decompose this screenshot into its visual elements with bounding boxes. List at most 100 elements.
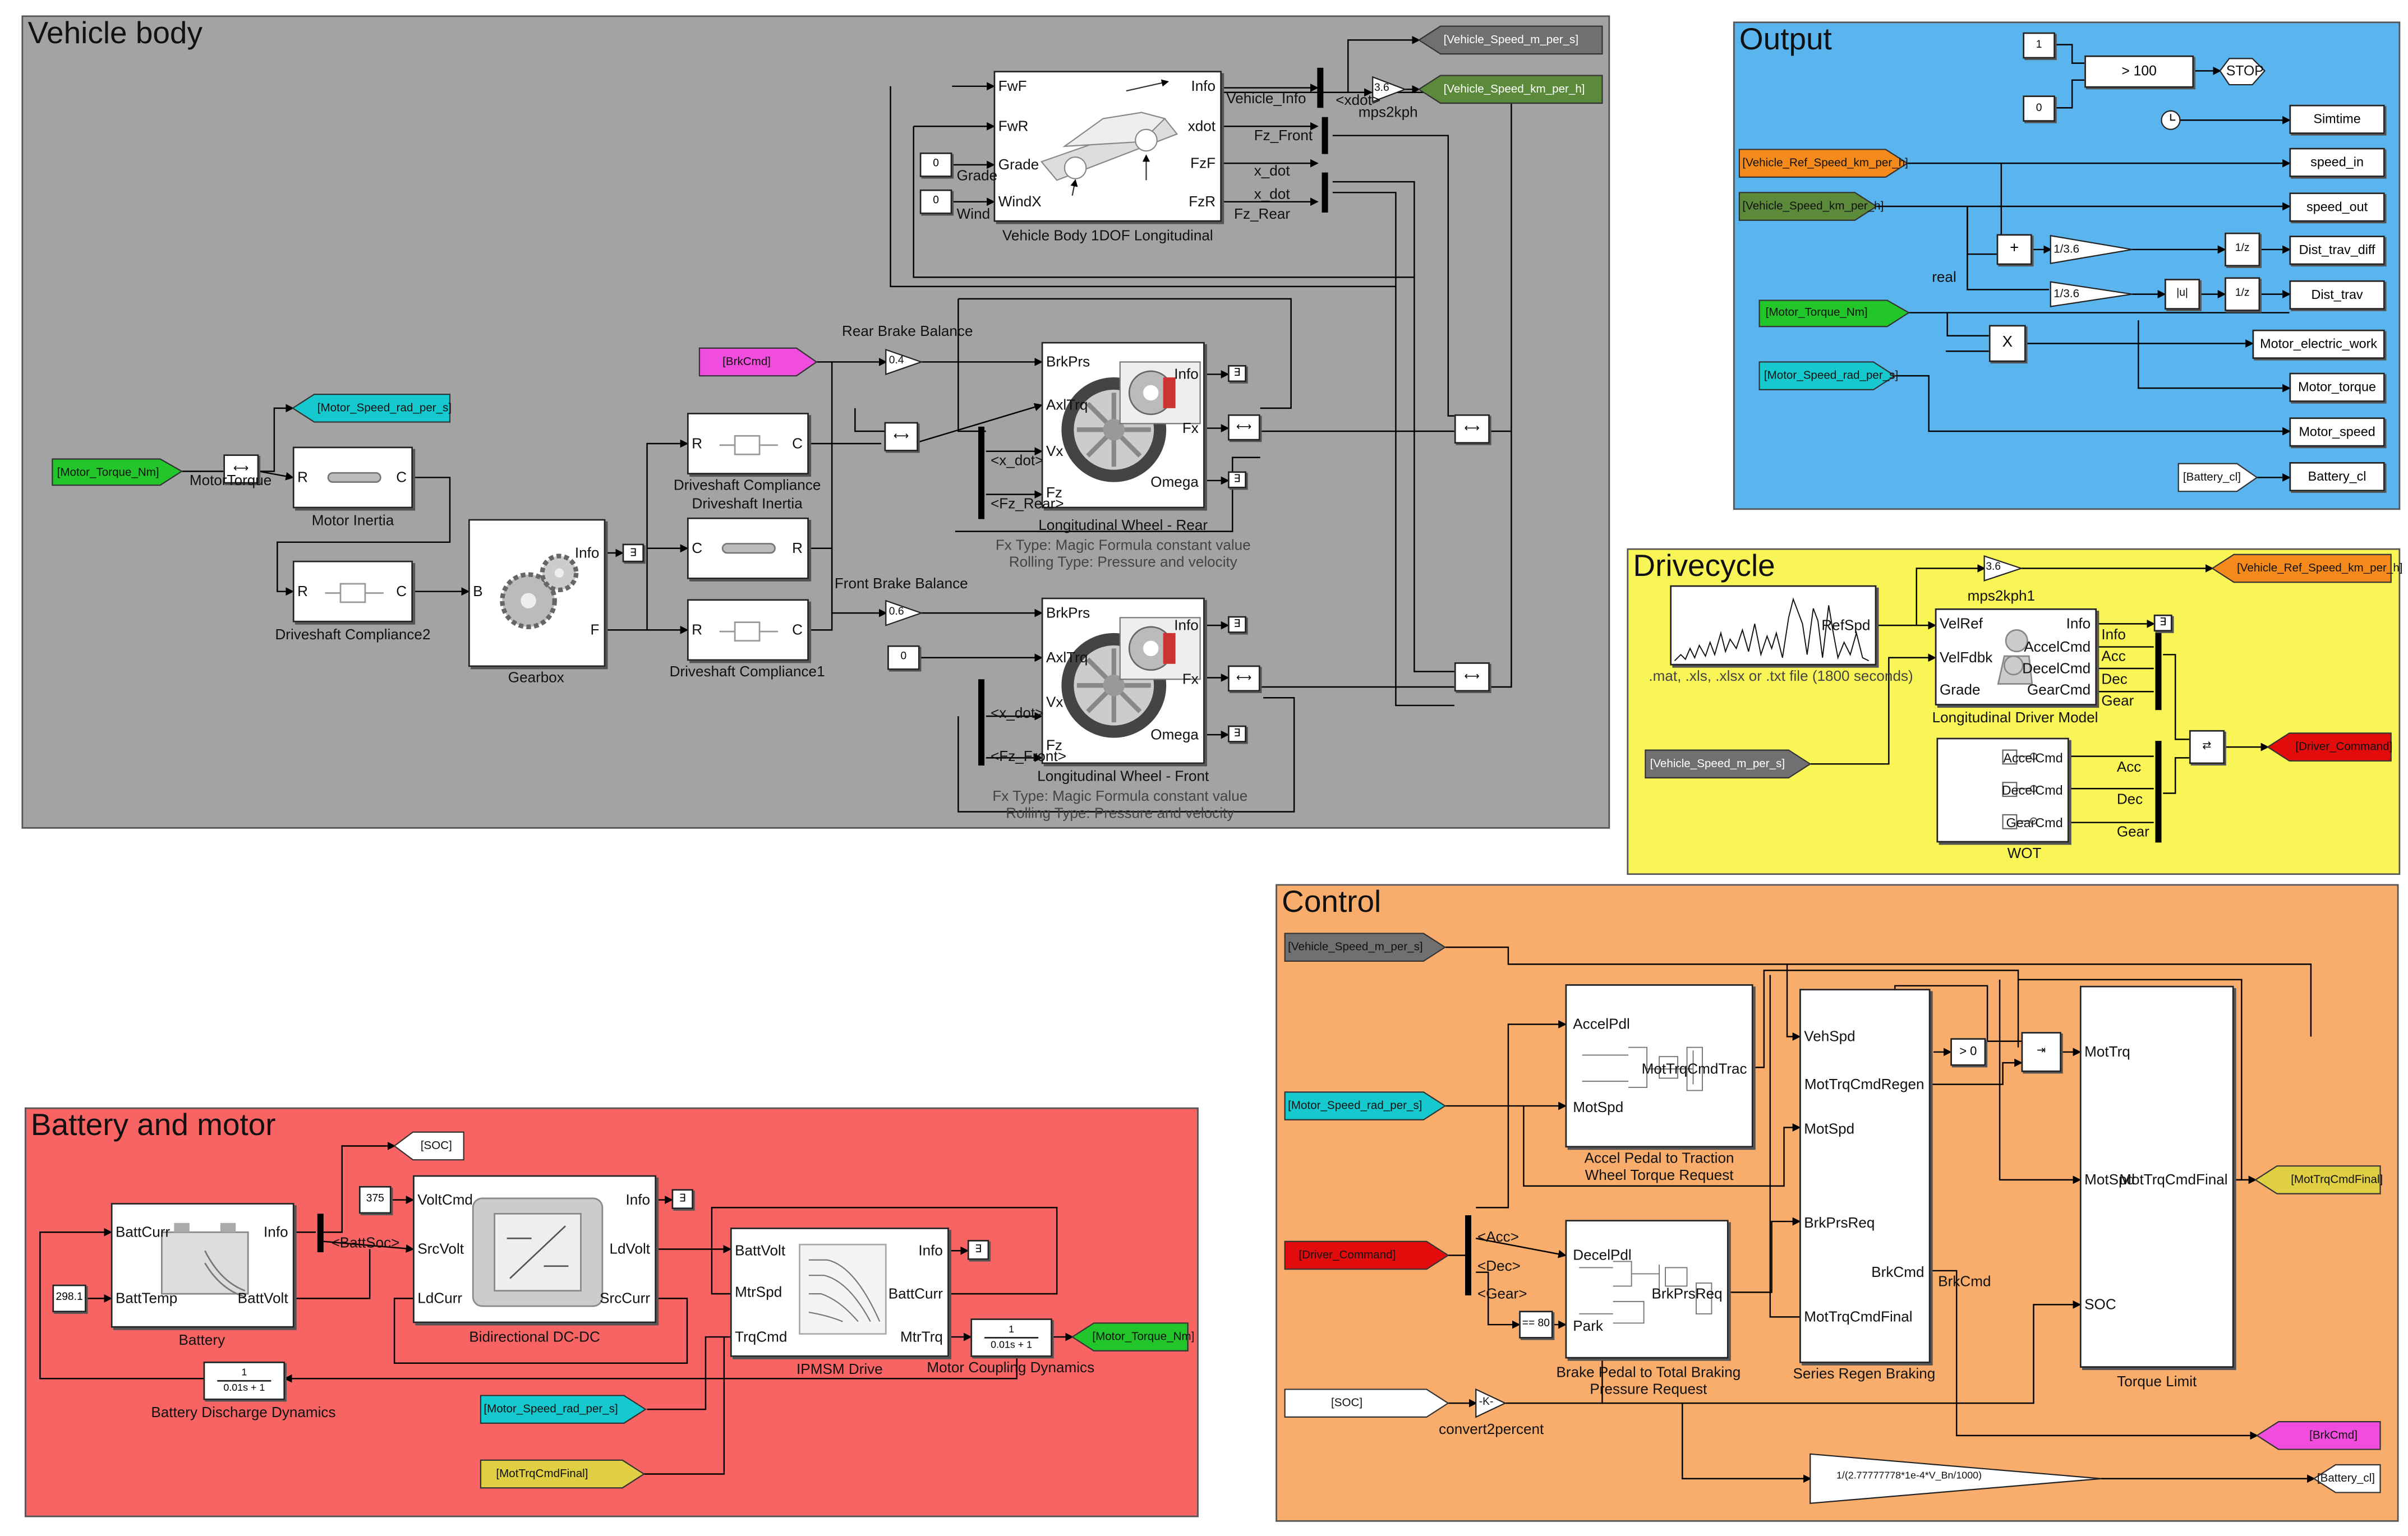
motor-inertia-block[interactable]: R C	[292, 446, 413, 509]
driveshaft-compliance1-block[interactable]: R C	[687, 599, 809, 661]
tag-ref-speed[interactable]: [Vehicle_Ref_Speed_km_per_h]	[1742, 155, 1908, 170]
product-block[interactable]: X	[1988, 325, 2026, 362]
tag-soc-from[interactable]: [SOC]	[1331, 1395, 1363, 1410]
tag-motor-torque-goto[interactable]: [Motor_Torque_Nm]	[1092, 1329, 1195, 1344]
ps-converter-icon[interactable]: ⟷	[223, 454, 259, 484]
tag-brkcmd[interactable]: [BrkCmd]	[722, 354, 771, 368]
driveshaft-inertia-block[interactable]: C R	[687, 517, 809, 579]
terminator-icon[interactable]: ∃	[1228, 471, 1246, 488]
tag-battery[interactable]: [Battery_cl]	[2183, 469, 2241, 484]
brake-pedal-block[interactable]: DecelPdl Park BrkPrsReq	[1565, 1220, 1729, 1359]
sum-block[interactable]: +	[1996, 234, 2032, 265]
const-one[interactable]: 1	[2023, 32, 2055, 59]
tag-ref-speed-goto[interactable]: [Vehicle_Ref_Speed_km_per_h]	[2237, 560, 2403, 575]
switch-block[interactable]: ⇥	[2021, 1032, 2061, 1072]
terminator-icon[interactable]: ∃	[1228, 616, 1246, 633]
scope-dist-diff[interactable]: Dist_trav_diff	[2289, 236, 2385, 265]
driveshaft-compliance2-block[interactable]: R C	[292, 560, 413, 622]
wheel-front-note2: Rolling Type: Pressure and velocity	[1006, 805, 1235, 823]
ps-converter-icon[interactable]: ⟷	[884, 422, 918, 451]
scope-simtime[interactable]: Simtime	[2289, 104, 2385, 134]
dcdc-block[interactable]: VoltCmd SrcVolt LdCurr Info LdVolt SrcCu…	[413, 1175, 657, 1323]
gearbox-block[interactable]: B Info F	[468, 519, 606, 667]
bus-creator[interactable]	[978, 679, 985, 766]
tag-speed-kmh[interactable]: [Vehicle_Speed_km_per_h]	[1742, 199, 1884, 213]
ps-converter-icon[interactable]: ⟷	[1454, 662, 1490, 692]
tag-driver-command-from[interactable]: [Driver_Command]	[1299, 1247, 1396, 1262]
series-regen-braking-block[interactable]: VehSpd MotSpd BrkPrsReq MotTrqCmdFinal M…	[1799, 989, 1931, 1363]
tf-discharge-block[interactable]: 1 0.01s + 1	[203, 1361, 286, 1400]
compare-80[interactable]: == 80	[1519, 1311, 1553, 1339]
scope-speed-out[interactable]: speed_out	[2289, 192, 2385, 222]
tag-motor-speed[interactable]: [Motor_Speed_rad_per_s]	[317, 400, 452, 414]
gain-shape	[2050, 234, 2133, 264]
integrator-block[interactable]: 1/z	[2225, 277, 2260, 311]
tag-battery-goto[interactable]: [Battery_cl]	[2317, 1471, 2375, 1485]
tag-motor-speed-from[interactable]: [Motor_Speed_rad_per_s]	[484, 1401, 618, 1416]
bus-creator[interactable]	[978, 426, 985, 519]
wot-block[interactable]: AccelCmd DecelCmd GearCmd	[1936, 737, 2069, 843]
bus-selector[interactable]	[1322, 117, 1328, 154]
scope-battery[interactable]: Battery_cl	[2289, 462, 2385, 492]
tag-vehicle-speed-kmh[interactable]: [Vehicle_Speed_km_per_h]	[1443, 81, 1585, 96]
wheel-front-block[interactable]: BrkPrs AxlTrq Vx Fz Info Fx Omega	[1041, 597, 1205, 764]
bus-selector[interactable]	[1465, 1215, 1472, 1295]
terminator-icon[interactable]: ∃	[1228, 725, 1246, 742]
wheel-rear-block[interactable]: BrkPrs AxlTrq Vx Fz Info Fx Omega	[1041, 342, 1205, 509]
tag-motor-speed[interactable]: [Motor_Speed_rad_per_s]	[1764, 368, 1899, 382]
terminator-icon[interactable]: ∃	[671, 1189, 693, 1210]
gain-value: 3.6	[1374, 83, 1389, 94]
tag-speed-from[interactable]: [Vehicle_Speed_m_per_s]	[1288, 939, 1423, 954]
tag-motor-torque[interactable]: [Motor_Torque_Nm]	[57, 465, 159, 479]
tag-brkcmd-goto[interactable]: [BrkCmd]	[2309, 1428, 2358, 1442]
tag-driver-command-goto[interactable]: [Driver_Command]	[2295, 739, 2393, 754]
tf-coupling-block[interactable]: 1 0.01s + 1	[970, 1318, 1052, 1357]
longitudinal-driver-block[interactable]: VelRef VelFdbk Grade Info AccelCmd Decel…	[1935, 608, 2097, 705]
scope-motor-work[interactable]: Motor_electric_work	[2252, 329, 2385, 359]
ps-converter-icon[interactable]: ⟷	[1228, 414, 1260, 441]
ps-converter-icon[interactable]: ⟷	[1454, 414, 1490, 444]
drive-cycle-source-block[interactable]: RefSpd	[1670, 585, 1877, 666]
battery-block[interactable]: BattCurr BattTemp Info BattVolt	[110, 1203, 294, 1328]
bus-selector[interactable]	[1317, 67, 1324, 108]
tag-motor-torque[interactable]: [Motor_Torque_Nm]	[1765, 305, 1868, 319]
const-grade[interactable]: 0	[919, 152, 952, 177]
scope-motor-speed[interactable]: Motor_speed	[2289, 417, 2385, 447]
driveshaft-compliance-block[interactable]: R C	[687, 413, 809, 474]
vehicle-body-1dof-block[interactable]: FwF FwR Grade WindX Info xdot FzF FzR	[993, 71, 1222, 222]
scope-dist-trav[interactable]: Dist_trav	[2289, 280, 2385, 310]
tag-speed-from[interactable]: [Vehicle_Speed_m_per_s]	[1650, 756, 1785, 771]
compare-switch[interactable]: > 100	[2084, 55, 2194, 88]
tag-mottrq-from[interactable]: [MotTrqCmdFinal]	[496, 1466, 588, 1480]
compare-zero[interactable]: > 0	[1950, 1038, 1986, 1066]
bus-selector[interactable]	[1322, 172, 1328, 213]
const-volt-cmd[interactable]: 375	[358, 1186, 392, 1214]
torque-limit-block[interactable]: MotTrq MotSpd SOC MotTrqCmdFinal	[2079, 985, 2234, 1368]
const-wind[interactable]: 0	[919, 189, 952, 214]
scope-motor-torque[interactable]: Motor_torque	[2289, 372, 2385, 402]
tag-motor-speed-from[interactable]: [Motor_Speed_rad_per_s]	[1288, 1098, 1422, 1113]
tag-soc-goto[interactable]: [SOC]	[420, 1138, 452, 1152]
const-axle-front[interactable]: 0	[887, 645, 920, 670]
scope-speed-in[interactable]: speed_in	[2289, 147, 2385, 177]
terminator-icon[interactable]: ∃	[2153, 614, 2172, 632]
ipmsm-drive-block[interactable]: BattVolt MtrSpd TrqCmd Info BattCurr Mtr…	[730, 1228, 949, 1357]
tag-vehicle-speed-mps[interactable]: [Vehicle_Speed_m_per_s]	[1443, 32, 1579, 47]
terminator-icon[interactable]: ∃	[622, 543, 644, 562]
tag-shape	[480, 1395, 647, 1424]
const-batt-temp[interactable]: 298.1	[52, 1284, 86, 1313]
abs-block[interactable]: |u|	[2164, 279, 2200, 310]
bus-selector[interactable]	[317, 1214, 324, 1252]
port-velref: VelRef	[1939, 616, 1983, 633]
front-balance-label: Front Brake Balance	[834, 576, 968, 593]
const-zero[interactable]: 0	[2023, 95, 2055, 122]
integrator-block[interactable]: 1/z	[2225, 232, 2260, 267]
terminator-icon[interactable]: ∃	[967, 1240, 989, 1260]
bus-creator[interactable]	[2155, 633, 2162, 711]
accel-pedal-block[interactable]: AccelPdl MotSpd MotTrqCmdTrac	[1565, 984, 1753, 1148]
tag-mottrq-goto[interactable]: [MotTrqCmdFinal]	[2291, 1172, 2383, 1186]
ps-converter-icon[interactable]: ⟷	[1228, 665, 1260, 692]
bus-creator[interactable]	[2155, 741, 2162, 843]
manual-switch[interactable]: ⇄	[2189, 730, 2225, 764]
terminator-icon[interactable]: ∃	[1228, 365, 1246, 382]
